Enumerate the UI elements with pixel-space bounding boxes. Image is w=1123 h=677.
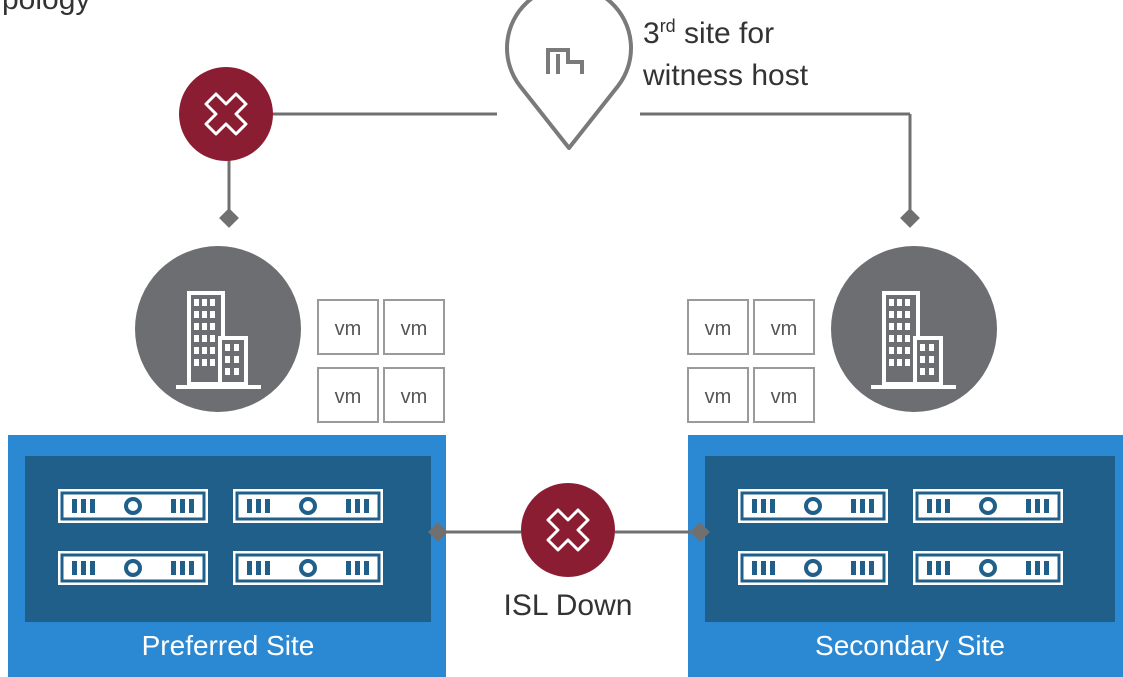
- isl-link: [428, 522, 710, 542]
- server-rack-icon: [911, 487, 1065, 525]
- vm-label: vm: [335, 386, 362, 408]
- secondary-site-building: [831, 246, 997, 412]
- vm-label: vm: [705, 386, 732, 408]
- server-rack-icon: [231, 549, 385, 587]
- site-name-label: Preferred Site: [142, 630, 315, 661]
- witness-failure-icon: [177, 65, 275, 163]
- witness-site-icon: [505, 0, 633, 150]
- preferred-site-panel: Preferred Site: [8, 435, 446, 677]
- server-rack-icon: [736, 549, 890, 587]
- preferred-site-vm-group: vm vm vm vm: [317, 299, 445, 423]
- witness-label-line2: witness host: [642, 59, 809, 92]
- vm-label: vm: [771, 386, 798, 408]
- vm-label: vm: [401, 318, 428, 340]
- preferred-site-building: [135, 246, 301, 412]
- secondary-site-vm-group: vm vm vm vm: [687, 299, 815, 423]
- server-rack-icon: [911, 549, 1065, 587]
- vm-label: vm: [771, 318, 798, 340]
- vm-label: vm: [401, 386, 428, 408]
- isl-failure-icon: [519, 481, 617, 579]
- site-name-label: Secondary Site: [815, 630, 1005, 661]
- server-rack-icon: [231, 487, 385, 525]
- server-rack-icon: [56, 549, 210, 587]
- vm-label: vm: [335, 318, 362, 340]
- caption-fragment: pology: [0, 0, 110, 26]
- witness-label-line1: 3rd site for: [643, 16, 774, 50]
- vm-label: vm: [705, 318, 732, 340]
- server-rack-icon: [736, 487, 890, 525]
- isl-status-label: ISL Down: [504, 589, 633, 622]
- server-rack-icon: [56, 487, 210, 525]
- secondary-site-panel: Secondary Site: [688, 435, 1123, 677]
